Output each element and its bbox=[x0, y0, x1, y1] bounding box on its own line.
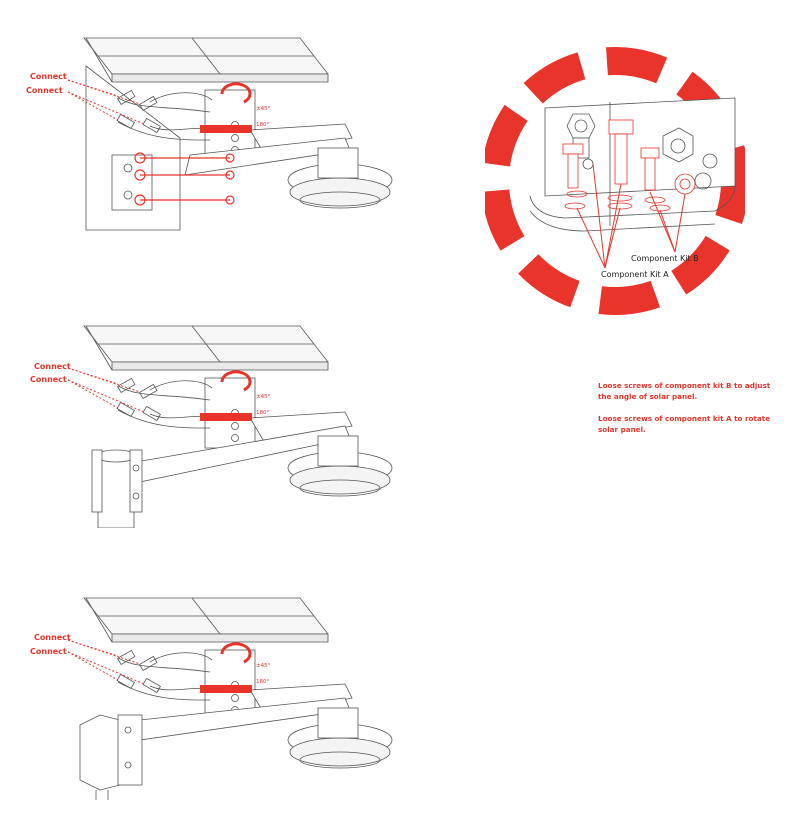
connect-label: Connect bbox=[26, 86, 63, 95]
rotation-angle-label: 180° bbox=[256, 122, 270, 128]
component-kit-a-label: Component Kit A bbox=[601, 270, 669, 279]
component-kit-b-label: Component Kit B bbox=[631, 254, 699, 263]
rotation-angle-label: ±45° bbox=[256, 394, 271, 400]
rotation-angle-label: 180° bbox=[256, 410, 270, 416]
connect-label: Connect bbox=[30, 647, 67, 656]
rotation-angle-label: 180° bbox=[256, 679, 270, 685]
component-kit-detail: Component Kit B Component Kit A bbox=[481, 36, 749, 326]
note-kit-a: Loose screws of component kit A to rotat… bbox=[598, 414, 771, 434]
rotation-angle-label: ±45° bbox=[256, 663, 271, 669]
pole-mount-drawing bbox=[67, 325, 393, 528]
wall-mount-drawing bbox=[67, 37, 393, 231]
component-kit-detail-drawing bbox=[481, 47, 749, 315]
connect-label: Connect bbox=[34, 362, 71, 371]
assembly-diagram-side-pole-mount: Connect Connect ±45° 180° bbox=[0, 590, 420, 840]
connect-label: Connect bbox=[30, 375, 67, 384]
assembly-diagram-pole-mount: Connect Connect ±45° 180° bbox=[0, 318, 420, 568]
rotation-angle-label: ±45° bbox=[256, 106, 271, 112]
connect-label: Connect bbox=[34, 633, 71, 642]
connect-label: Connect bbox=[30, 72, 67, 81]
assembly-diagram-wall-mount: Connect Connect ±45° 180° bbox=[0, 30, 420, 280]
side-pole-mount-drawing bbox=[67, 597, 393, 800]
note-kit-b: Loose screws of component kit B to adjus… bbox=[598, 381, 771, 401]
